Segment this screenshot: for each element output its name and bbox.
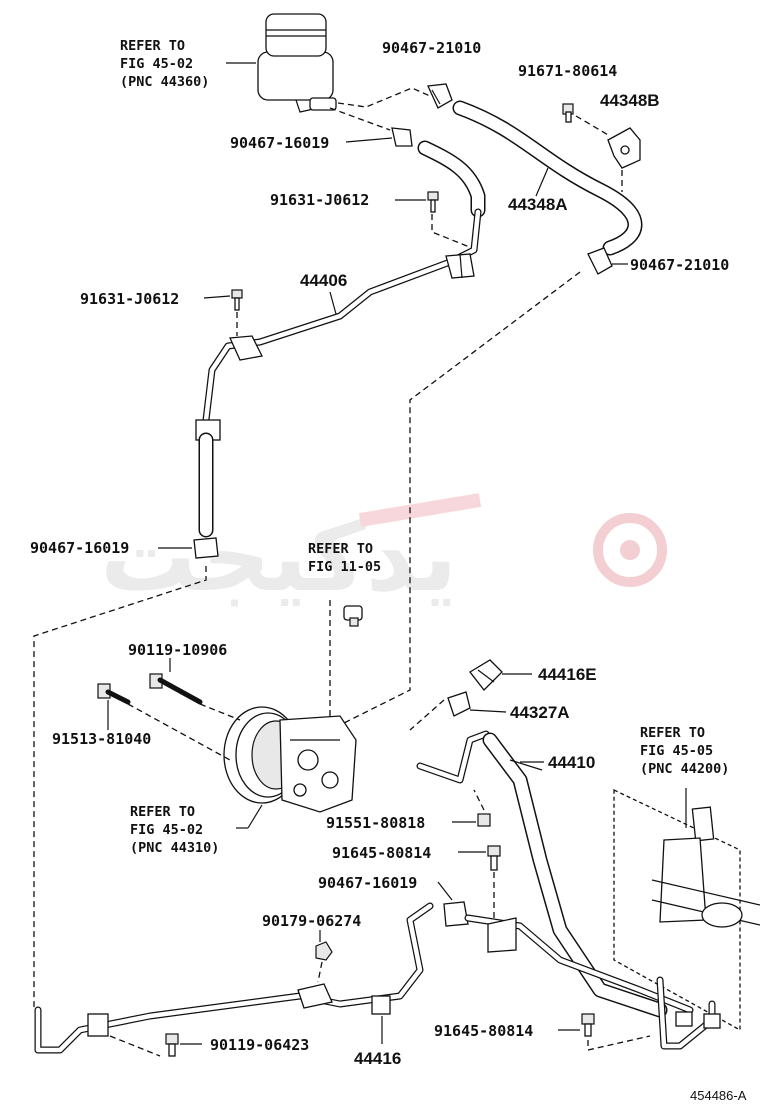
steering-gear[interactable] xyxy=(613,788,760,1032)
pipe-clamp-44416-left[interactable] xyxy=(87,1013,109,1037)
label-91631-j0612-lower: 91631-J0612 xyxy=(80,290,179,308)
label-44416: 44416 xyxy=(354,1049,401,1068)
label-44410: 44410 xyxy=(548,753,595,772)
gasket-44327a[interactable] xyxy=(447,691,471,717)
pipe-bracket-nut[interactable] xyxy=(297,983,333,1009)
bolt-91551-80818[interactable] xyxy=(477,813,491,827)
gear-fittings[interactable] xyxy=(675,1011,721,1029)
power-steering-pump[interactable] xyxy=(223,706,357,813)
refer-reservoir: REFER TO FIG 45-02 (PNC 44360) xyxy=(120,38,209,90)
bolt-91645-80814-lower[interactable] xyxy=(581,1013,595,1037)
label-44406: 44406 xyxy=(300,271,347,290)
label-44416e: 44416E xyxy=(538,665,597,684)
bolt-90119-10906[interactable] xyxy=(149,673,203,705)
label-90179-06274: 90179-06274 xyxy=(262,912,361,930)
refer-reservoir-line3: (PNC 44360) xyxy=(120,74,209,90)
reservoir[interactable] xyxy=(257,13,337,113)
label-90119-10906: 90119-10906 xyxy=(128,641,227,659)
label-90467-21010-top: 90467-21010 xyxy=(382,39,481,57)
refer-fig-11-05: REFER TO FIG 11-05 xyxy=(308,541,381,575)
bolt-91631-j0612-lower[interactable] xyxy=(231,289,243,311)
label-91551-80818: 91551-80818 xyxy=(326,814,425,832)
clamp-90467-16019-top[interactable] xyxy=(391,127,413,147)
refer-pump-line1: REFER TO xyxy=(130,804,195,820)
diagram-id: 454486-A xyxy=(690,1088,747,1103)
refer-pump-line2: FIG 45-02 xyxy=(130,822,203,838)
label-44348a: 44348A xyxy=(508,195,568,214)
refer-gear-line2: FIG 45-05 xyxy=(640,743,713,759)
refer-gear-line1: REFER TO xyxy=(640,725,705,741)
bolt-90119-06423[interactable] xyxy=(165,1033,179,1057)
union-fitting-11-05[interactable] xyxy=(343,605,363,627)
refer-1105-line1: REFER TO xyxy=(308,541,373,557)
union-44416e[interactable] xyxy=(469,659,503,691)
refer-reservoir-line1: REFER TO xyxy=(120,38,185,54)
pipe-bracket-lower[interactable] xyxy=(229,335,263,361)
bracket-44348b[interactable] xyxy=(607,127,641,169)
nut-90179-06274[interactable] xyxy=(315,941,333,961)
pipe-bracket-44416-right[interactable] xyxy=(487,917,517,953)
refer-pump-line3: (PNC 44310) xyxy=(130,840,219,856)
refer-gear: REFER TO FIG 45-05 (PNC 44200) xyxy=(640,725,729,777)
label-44348b: 44348B xyxy=(600,91,660,110)
label-90119-06423: 90119-06423 xyxy=(210,1036,309,1054)
label-91631-j0612-upper: 91631-J0612 xyxy=(270,191,369,209)
refer-gear-line3: (PNC 44200) xyxy=(640,761,729,777)
refer-pump: REFER TO FIG 45-02 (PNC 44310) xyxy=(130,804,219,856)
label-90467-16019-lower: 90467-16019 xyxy=(318,874,417,892)
label-91513-81040: 91513-81040 xyxy=(52,730,151,748)
label-90467-21010-right: 90467-21010 xyxy=(630,256,729,274)
pipe-clamp-44416-right[interactable] xyxy=(371,995,391,1015)
clamp-90467-21010-right[interactable] xyxy=(587,247,613,275)
refer-reservoir-line2: FIG 45-02 xyxy=(120,56,193,72)
bolt-91671-80614[interactable] xyxy=(562,103,574,123)
label-91671-80614: 91671-80614 xyxy=(518,62,617,80)
label-91645-80814-lower: 91645-80814 xyxy=(434,1022,533,1040)
bolt-91513-81040[interactable] xyxy=(97,683,131,705)
refer-1105-line2: FIG 11-05 xyxy=(308,559,381,575)
label-44327a: 44327A xyxy=(510,703,570,722)
label-90467-16019-left: 90467-16019 xyxy=(30,539,129,557)
bolt-91631-j0612-upper[interactable] xyxy=(427,191,439,213)
clamp-90467-21010-top[interactable] xyxy=(427,83,453,109)
watermark: یدکیجت xyxy=(100,493,667,613)
label-90467-16019-top: 90467-16019 xyxy=(230,134,329,152)
clamp-90467-16019-lower[interactable] xyxy=(443,901,469,927)
label-91645-80814-upper: 91645-80814 xyxy=(332,844,431,862)
clamp-90467-16019-left[interactable] xyxy=(193,537,219,559)
bolt-91645-80814-upper[interactable] xyxy=(487,845,501,871)
pipe-bracket-upper[interactable] xyxy=(445,253,475,279)
